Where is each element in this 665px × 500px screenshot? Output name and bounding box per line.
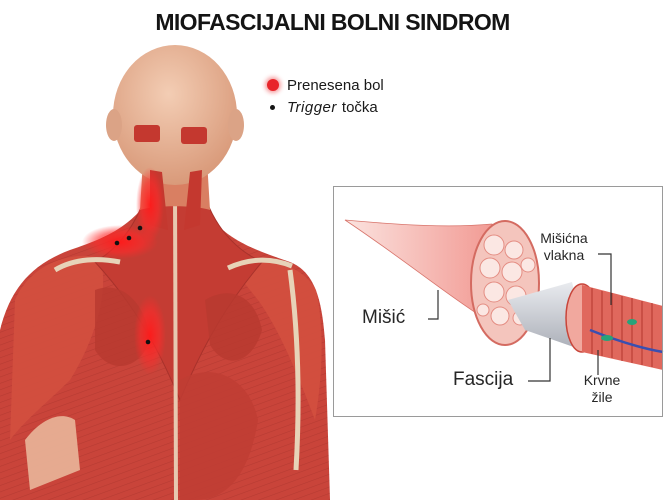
right-ear [228, 109, 244, 141]
left-ear [106, 109, 122, 141]
right-suboccipital [181, 127, 207, 144]
label-muscle-fibers-line1: Mišićna [528, 230, 600, 247]
skull [113, 45, 237, 185]
trigger-point-4 [146, 340, 151, 345]
left-suboccipital [134, 125, 160, 142]
label-blood-vessels: Krvne žile [574, 372, 630, 406]
spine-tendon [175, 190, 176, 500]
label-muscle: Mišić [362, 307, 405, 329]
pain-zone-back [134, 295, 166, 375]
trigger-point-1 [115, 241, 120, 246]
label-blood-vessels-line2: žile [574, 389, 630, 406]
label-blood-vessels-line1: Krvne [574, 372, 630, 389]
trigger-point-3 [138, 226, 143, 231]
trigger-point-2 [127, 236, 132, 241]
label-muscle-fibers-line2: vlakna [528, 247, 600, 264]
label-muscle-fibers: Mišićna vlakna [528, 230, 600, 264]
pain-zone-shoulder [82, 225, 158, 259]
label-fascia: Fascija [453, 369, 513, 391]
head [106, 45, 244, 230]
